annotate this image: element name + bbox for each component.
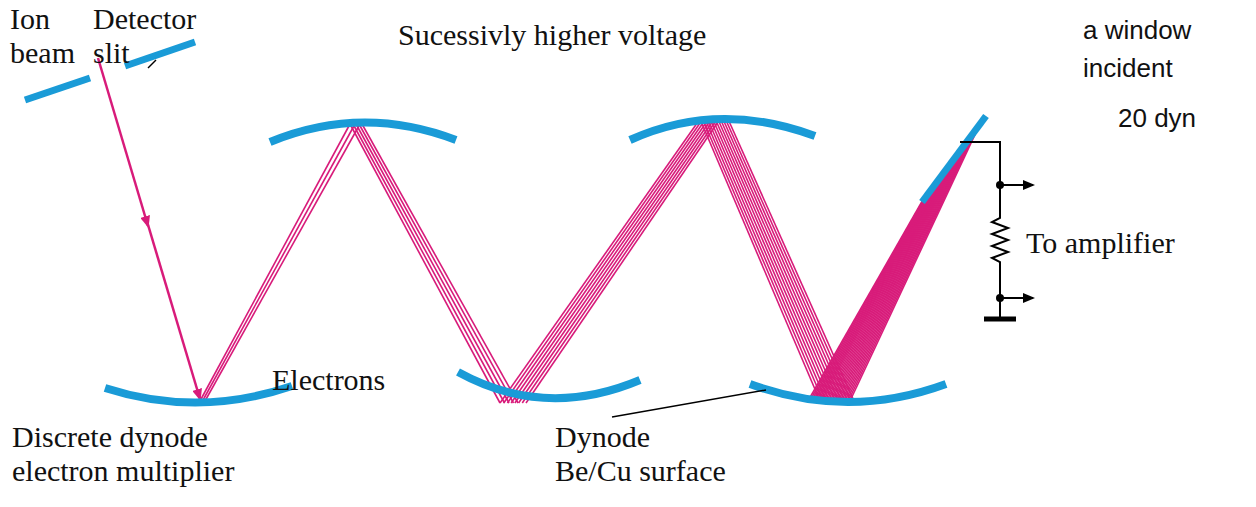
- electron-path: [842, 139, 969, 401]
- electron-path: [511, 119, 708, 403]
- electron-path: [723, 119, 848, 401]
- electron-path: [522, 119, 717, 403]
- slit-plate: [25, 78, 90, 100]
- electron-path: [850, 124, 980, 401]
- electron-path: [710, 119, 832, 401]
- electron-path: [715, 119, 838, 401]
- electron-path: [838, 145, 964, 401]
- electron-path: [837, 148, 963, 401]
- dynode-label: Dynode Be/Cu surface: [555, 420, 731, 487]
- leader-line: [148, 60, 156, 68]
- electron-path: [203, 124, 356, 401]
- electron-path: [526, 119, 720, 403]
- electron-path: [713, 119, 836, 401]
- electron-path: [353, 124, 505, 403]
- voltage-note: Sucessivly higher voltage: [398, 18, 706, 52]
- electron-path: [362, 124, 518, 403]
- electron-path: [833, 154, 957, 401]
- terminal-dot: [996, 294, 1004, 302]
- dynode: [458, 372, 640, 398]
- electron-path: [356, 124, 509, 403]
- electron-path: [200, 124, 350, 401]
- electron-path: [848, 127, 977, 401]
- dynode: [750, 384, 946, 402]
- cropped-note: a window: [1083, 16, 1191, 45]
- electron-path: [703, 119, 824, 401]
- electron-path: [705, 119, 826, 401]
- output-wire: [1000, 184, 1033, 186]
- collector-anode: [922, 116, 986, 202]
- electron-path: [700, 119, 820, 401]
- electron-path: [843, 136, 971, 401]
- electron-path: [205, 124, 360, 401]
- slit-plate: [125, 42, 195, 66]
- ion-beam: [146, 218, 200, 399]
- electron-path: [500, 119, 700, 403]
- dynode: [630, 119, 815, 140]
- electron-label: Electrons: [272, 363, 385, 397]
- slit-label: Detector slit: [93, 2, 215, 69]
- electron-path: [847, 130, 976, 401]
- dynode: [270, 122, 456, 142]
- electron-paths: [200, 119, 980, 403]
- output-label: To amplifier: [1026, 226, 1175, 260]
- device-name: Discrete dynode electron multiplier: [12, 420, 274, 487]
- electron-path: [720, 119, 844, 401]
- electron-path: [718, 119, 842, 401]
- electron-path: [507, 119, 705, 403]
- electron-path: [519, 119, 715, 403]
- electron-path: [845, 133, 973, 401]
- load-resistor: [960, 142, 1008, 318]
- electron-path: [835, 151, 960, 401]
- electron-path: [708, 119, 830, 401]
- ground-symbol: [984, 317, 1016, 322]
- electron-path: [359, 124, 514, 403]
- electron-path: [504, 119, 703, 403]
- terminal-dot: [996, 181, 1004, 189]
- cropped-note: 20 dyn: [1118, 104, 1196, 133]
- electron-path: [515, 119, 712, 403]
- output-wire: [1000, 297, 1033, 299]
- beam-label: Ion beam: [10, 2, 90, 69]
- ion-beam: [98, 58, 148, 226]
- cropped-note: incident: [1083, 54, 1173, 83]
- electron-path: [350, 124, 500, 403]
- leader-line: [612, 390, 766, 417]
- electron-path: [840, 142, 967, 401]
- dynode: [105, 386, 292, 403]
